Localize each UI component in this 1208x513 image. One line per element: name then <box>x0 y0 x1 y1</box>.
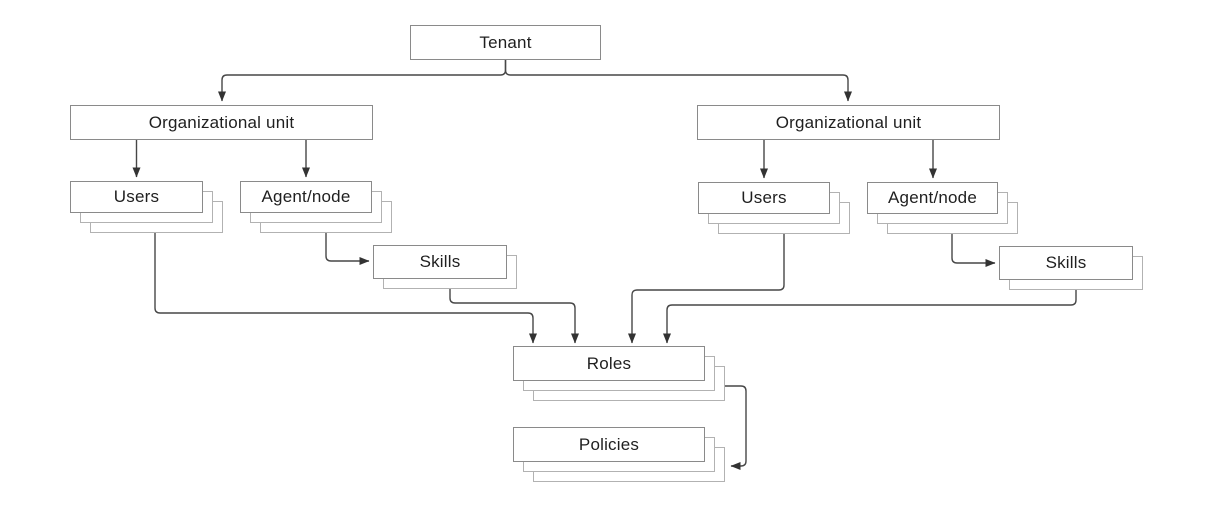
node-org-unit-left-label: Organizational unit <box>148 112 295 132</box>
node-skills-right-label: Skills <box>1045 253 1087 272</box>
node-org-unit-left: Organizational unit <box>70 105 373 140</box>
node-agent-node-left-label: Agent/node <box>261 187 351 206</box>
node-org-unit-right: Organizational unit <box>697 105 1000 140</box>
node-users-right-box: Users <box>698 182 830 214</box>
node-users-left-label: Users <box>113 187 160 206</box>
node-org-unit-right-label: Organizational unit <box>775 112 922 132</box>
node-users-left-box: Users <box>70 181 203 213</box>
node-skills-right-box: Skills <box>999 246 1133 280</box>
node-users-right: Users <box>698 182 850 234</box>
node-roles-label: Roles <box>586 353 632 373</box>
node-agent-node-right-label: Agent/node <box>888 188 977 207</box>
node-skills-left-box: Skills <box>373 245 507 279</box>
edge-skillsleft-roles <box>449 289 579 344</box>
edge-tenant-org-left <box>218 60 507 102</box>
node-users-right-label: Users <box>741 188 787 207</box>
edge-agentleft-skillsleft <box>325 233 370 265</box>
node-agent-node-right: Agent/node <box>867 182 1018 234</box>
edge-usersleft-roles <box>154 233 537 344</box>
node-policies: Policies <box>513 427 725 482</box>
node-policies-label: Policies <box>578 434 640 454</box>
node-skills-left: Skills <box>373 245 517 289</box>
edge-usersright-roles <box>628 234 785 344</box>
node-tenant-label: Tenant <box>479 32 532 52</box>
node-skills-right: Skills <box>999 246 1143 290</box>
node-roles-box: Roles <box>513 346 705 381</box>
node-users-left: Users <box>70 181 223 233</box>
node-agent-node-right-box: Agent/node <box>867 182 998 214</box>
node-policies-box: Policies <box>513 427 705 462</box>
edge-skillsright-roles <box>663 290 1077 344</box>
edge-tenant-org-right <box>504 60 852 102</box>
node-tenant-box: Tenant <box>410 25 601 60</box>
node-agent-node-left-box: Agent/node <box>240 181 372 213</box>
node-org-unit-left-box: Organizational unit <box>70 105 373 140</box>
edge-roles-policies <box>725 385 747 470</box>
node-agent-node-left: Agent/node <box>240 181 392 233</box>
node-org-unit-right-box: Organizational unit <box>697 105 1000 140</box>
node-skills-left-label: Skills <box>419 252 461 271</box>
node-tenant: Tenant <box>410 25 601 60</box>
node-roles: Roles <box>513 346 725 401</box>
edge-agentright-skillsright <box>951 234 996 267</box>
